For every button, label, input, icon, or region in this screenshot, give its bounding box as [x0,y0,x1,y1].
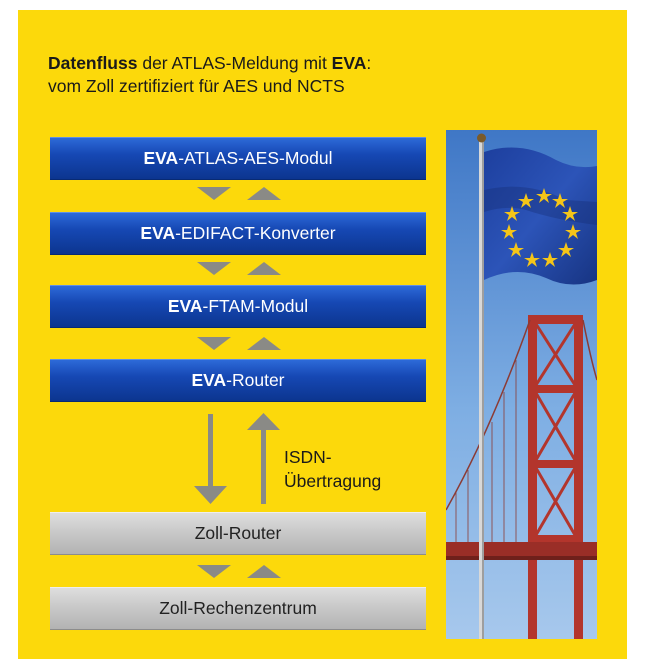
title-line1: Datenfluss der ATLAS-Meldung mit EVA: [48,53,371,73]
arrow-down-icon [197,565,231,578]
box-label-bold: EVA [167,296,203,316]
title-bold-word: Datenfluss [48,53,138,73]
arrow-up-icon [247,187,281,200]
arrow-down-icon [194,414,227,504]
box-label: Zoll-Router [194,523,282,543]
box-atlas-aes-modul: EVA-ATLAS-AES-Modul [50,137,426,180]
isdn-transfer-label: ISDN- Übertragung [284,445,381,493]
arrow-down-icon [197,337,231,350]
box-label-rest: -ATLAS-AES-Modul [178,148,333,168]
title-line2: vom Zoll zertifiziert für AES und NCTS [48,76,345,96]
arrow-up-icon [247,413,280,504]
arrow-down-icon [197,187,231,200]
box-label-rest: -EDIFACT-Konverter [175,223,336,243]
title-bold-eva: EVA [331,53,367,73]
box-label-bold: EVA [140,223,176,243]
box-label: Zoll-Rechenzentrum [159,598,317,618]
box-label-rest: -FTAM-Modul [202,296,309,316]
title-rest: der ATLAS-Meldung mit [137,53,332,73]
box-edifact-konverter: EVA-EDIFACT-Konverter [50,212,426,255]
arrow-down-icon [197,262,231,275]
eu-flag-photo [446,130,597,639]
box-zoll-router: Zoll-Router [50,512,426,555]
arrow-up-icon [247,565,281,578]
box-eva-router: EVA-Router [50,359,426,402]
isdn-label-line1: ISDN- [284,447,332,467]
isdn-transfer-arrows [194,413,280,504]
box-label-bold: EVA [191,370,227,390]
arrow-up-icon [247,262,281,275]
title-colon: : [366,53,372,73]
box-label-bold: EVA [143,148,179,168]
box-label-rest: -Router [226,370,285,390]
diagram-title: Datenfluss der ATLAS-Meldung mit EVA: vo… [48,52,371,98]
box-ftam-modul: EVA-FTAM-Modul [50,285,426,328]
box-zoll-rechenzentrum: Zoll-Rechenzentrum [50,587,426,630]
isdn-label-line2: Übertragung [284,471,382,491]
arrow-up-icon [247,337,281,350]
